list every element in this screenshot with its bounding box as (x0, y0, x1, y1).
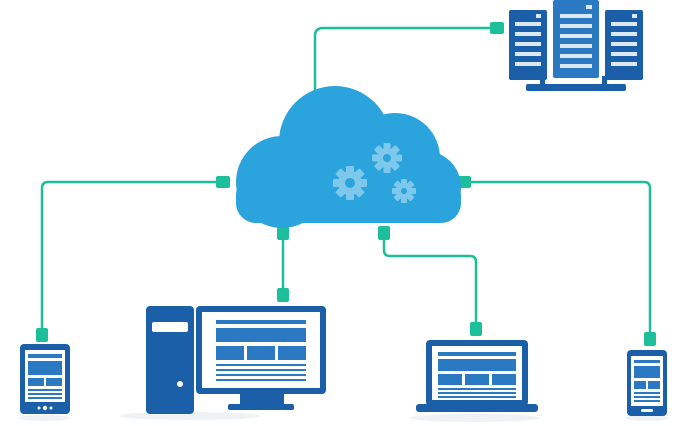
server-leg-left (540, 76, 545, 86)
connector-cables (40, 26, 652, 336)
cable-cloud-server (313, 26, 492, 108)
server-base (526, 84, 626, 91)
tablet-icon (20, 344, 70, 414)
cable-cloud-tablet (40, 180, 222, 330)
gear-small-icon (392, 179, 416, 203)
connector-plugs (36, 22, 656, 346)
plug-desktop (277, 288, 289, 302)
desktop-computer-icon (146, 306, 326, 414)
server-tower-right (605, 10, 643, 80)
smartphone-icon (627, 350, 667, 416)
phone-shadow (625, 415, 669, 421)
cable-cloud-laptop (382, 232, 478, 326)
cable-cloud-phone (465, 180, 652, 336)
plug-server (490, 22, 504, 34)
plug-phone (644, 332, 656, 346)
plug-cloud-bottom-left (277, 226, 289, 240)
server-leg-right (602, 76, 607, 86)
ground-shadows (18, 412, 669, 422)
plug-laptop (470, 322, 482, 336)
gear-large-icon (333, 166, 367, 200)
monitor-icon (196, 306, 326, 410)
server-tower-center (553, 0, 599, 78)
gear-top-icon (372, 143, 402, 173)
laptop-shadow (410, 414, 540, 422)
gears-icon (333, 143, 416, 203)
pc-tower-icon (146, 306, 194, 414)
plug-cloud-left (216, 176, 230, 188)
cloud-icon (236, 86, 461, 228)
server-tower-left (509, 10, 547, 80)
server-rack-icon (509, 0, 643, 91)
laptop-icon (416, 340, 538, 412)
plug-tablet (36, 328, 48, 342)
tablet-shadow (18, 415, 70, 421)
plug-cloud-bottom-right (378, 226, 390, 240)
